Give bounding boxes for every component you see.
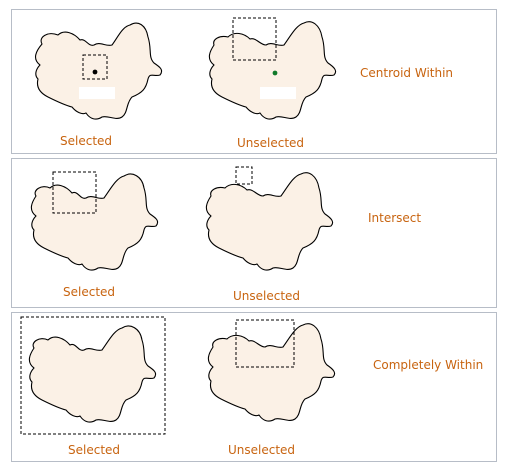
method-label-intersect: Intersect [368, 211, 422, 225]
selection-box [20, 316, 166, 435]
label-selected: Selected [63, 285, 116, 299]
polygon-selected-intersect [30, 171, 159, 271]
polygon-unselected-intersect [205, 166, 334, 271]
label-selected: Selected [60, 134, 113, 148]
method-label-completely-within: Completely Within [373, 358, 484, 372]
selection-box [82, 54, 108, 80]
selection-box [232, 17, 277, 61]
polygon-selected-centroid [34, 22, 163, 120]
centroid-dot [92, 69, 98, 75]
centroid-dot [272, 70, 278, 76]
label-selected: Selected [68, 443, 121, 457]
polygon-unselected-centroid [208, 17, 337, 120]
method-label-centroid-within: Centroid Within [360, 66, 454, 80]
selection-box [235, 319, 295, 368]
label-unselected: Unselected [233, 289, 301, 303]
label-unselected: Unselected [228, 443, 296, 457]
selection-box [235, 166, 253, 185]
polygon-unselected-completely-within [207, 319, 336, 422]
label-box [79, 87, 115, 99]
label-box [260, 87, 296, 99]
selection-box [52, 171, 97, 214]
polygon-selected-completely-within [20, 316, 166, 435]
label-unselected: Unselected [237, 136, 305, 150]
